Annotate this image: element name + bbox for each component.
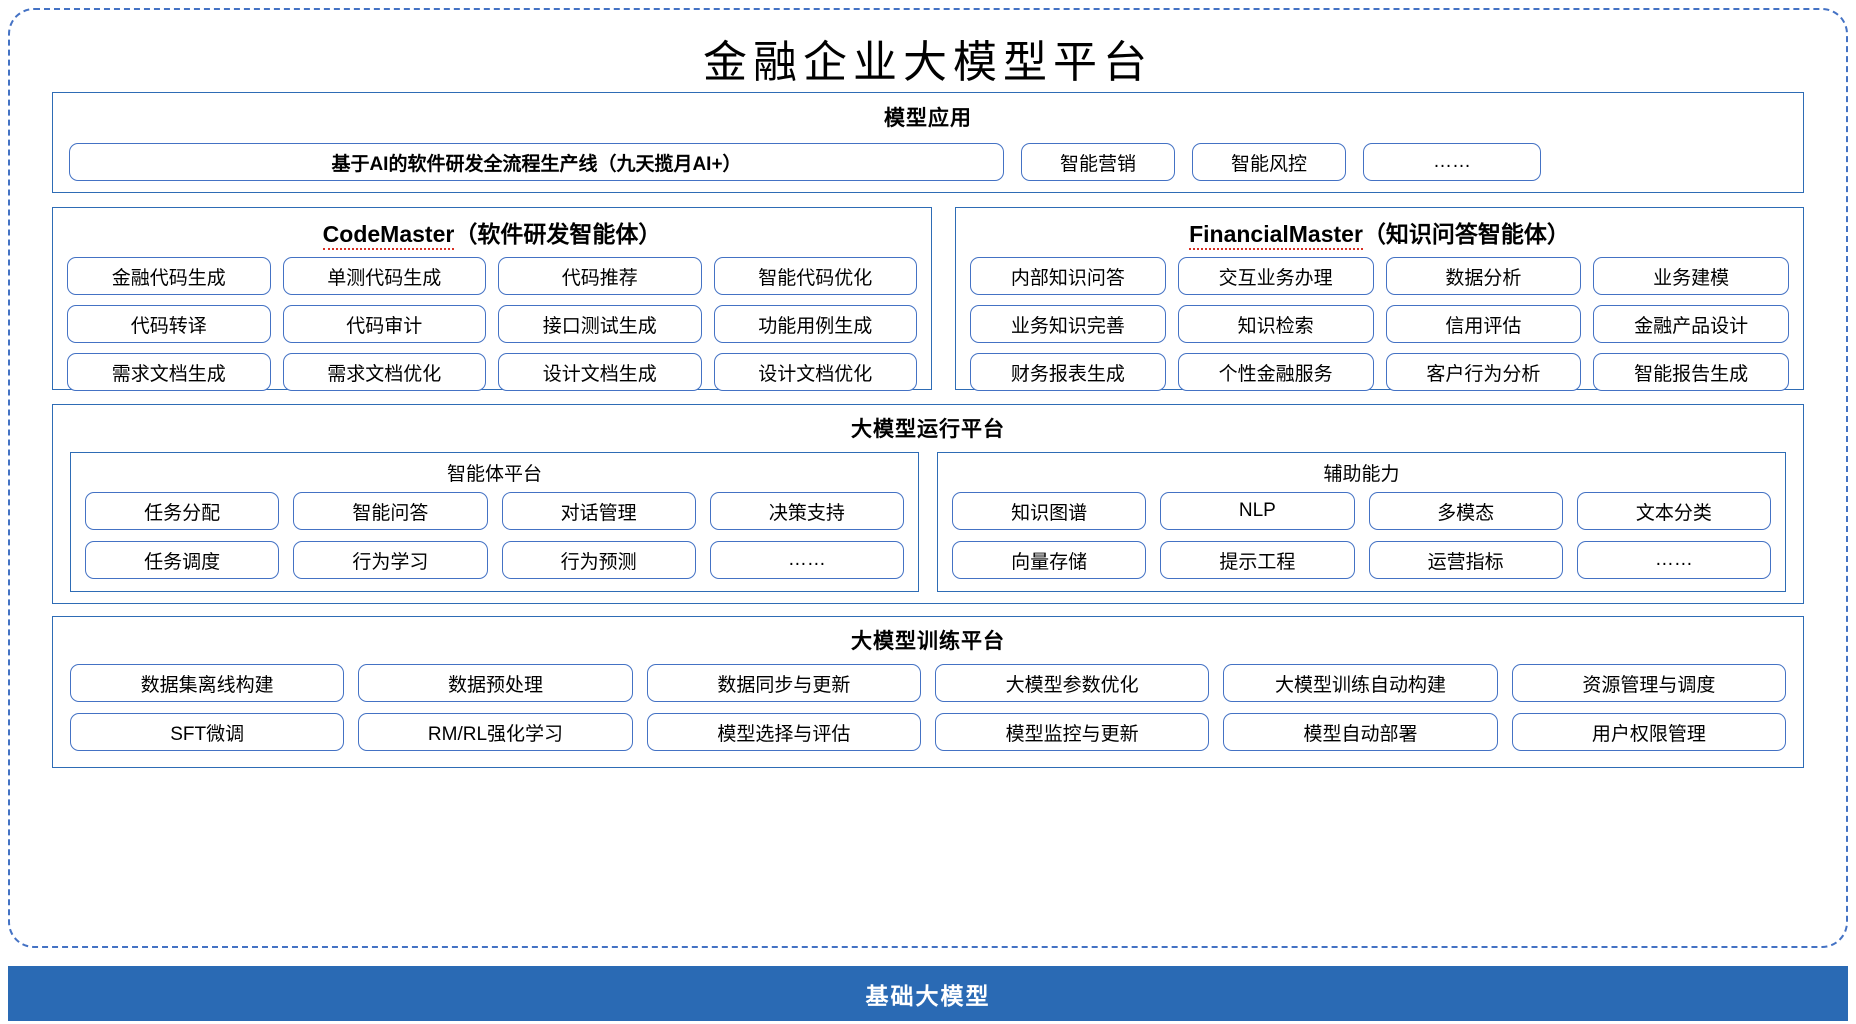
code-master-grid: 金融代码生成 单测代码生成 代码推荐 智能代码优化 代码转译 代码审计 接口测试… xyxy=(67,257,917,391)
code-item[interactable]: 接口测试生成 xyxy=(498,305,702,343)
code-item[interactable]: 代码转译 xyxy=(67,305,271,343)
section-title-model-application: 模型应用 xyxy=(884,107,972,130)
financial-item[interactable]: 内部知识问答 xyxy=(970,257,1166,295)
assist-item[interactable]: 知识图谱 xyxy=(952,492,1147,530)
training-item[interactable]: SFT微调 xyxy=(70,713,345,751)
financial-item[interactable]: 客户行为分析 xyxy=(1385,353,1582,391)
training-item[interactable]: 数据同步与更新 xyxy=(646,664,921,702)
training-item[interactable]: 用户权限管理 xyxy=(1511,713,1786,751)
financial-item[interactable]: 信用评估 xyxy=(1385,305,1582,343)
code-item[interactable]: 代码审计 xyxy=(282,305,486,343)
financial-item[interactable]: 业务建模 xyxy=(1593,257,1789,295)
agent-platform-item[interactable]: 决策支持 xyxy=(709,492,904,530)
subpanel-title-assist-capability: 辅助能力 xyxy=(1323,464,1400,485)
agent-platform-item[interactable]: 对话管理 xyxy=(501,492,696,530)
financial-item[interactable]: 智能报告生成 xyxy=(1593,353,1789,391)
runtime-subpanels: 智能体平台 任务分配 智能问答 对话管理 决策支持 任务调度 行为学习 行为预测… xyxy=(70,452,1786,592)
training-item[interactable]: 大模型训练自动构建 xyxy=(1223,664,1498,702)
financial-master-grid: 内部知识问答 交互业务办理 数据分析 业务建模 业务知识完善 知识检索 信用评估… xyxy=(970,257,1789,391)
assist-item[interactable]: 向量存储 xyxy=(952,541,1147,579)
agent-platform-grid: 任务分配 智能问答 对话管理 决策支持 任务调度 行为学习 行为预测 …… xyxy=(85,492,904,579)
financial-item[interactable]: 交互业务办理 xyxy=(1177,257,1374,295)
financial-item[interactable]: 个性金融服务 xyxy=(1177,353,1374,391)
training-grid: 数据集离线构建 数据预处理 数据同步与更新 大模型参数优化 大模型训练自动构建 … xyxy=(70,664,1786,751)
training-item[interactable]: RM/RL强化学习 xyxy=(358,713,633,751)
training-item[interactable]: 数据预处理 xyxy=(358,664,633,702)
section-title-financial-master: FinancialMaster（知识问答智能体） xyxy=(956,215,1803,250)
foundation-model-bar: 基础大模型 xyxy=(8,966,1848,1021)
agent-platform-item[interactable]: 任务调度 xyxy=(85,541,280,579)
section-runtime-platform: 大模型运行平台 智能体平台 任务分配 智能问答 对话管理 决策支持 任务调度 行… xyxy=(52,404,1804,604)
section-model-application: 模型应用 基于AI的软件研发全流程生产线（九天揽月AI+） 智能营销 智能风控 … xyxy=(52,92,1804,193)
code-item[interactable]: 金融代码生成 xyxy=(67,257,271,295)
app-item-smart-risk-control[interactable]: 智能风控 xyxy=(1192,143,1346,181)
agent-platform-item[interactable]: 行为学习 xyxy=(293,541,488,579)
agent-platform-item[interactable]: 行为预测 xyxy=(501,541,696,579)
agent-platform-item[interactable]: 智能问答 xyxy=(293,492,488,530)
assist-item[interactable]: 提示工程 xyxy=(1160,541,1355,579)
application-items-row: 基于AI的软件研发全流程生产线（九天揽月AI+） 智能营销 智能风控 …… xyxy=(69,143,1787,181)
code-item[interactable]: 需求文档优化 xyxy=(282,353,486,391)
training-item[interactable]: 资源管理与调度 xyxy=(1511,664,1786,702)
assist-item[interactable]: …… xyxy=(1576,541,1771,579)
training-item[interactable]: 模型自动部署 xyxy=(1223,713,1498,751)
code-item[interactable]: 智能代码优化 xyxy=(713,257,917,295)
agent-platform-item[interactable]: …… xyxy=(709,541,904,579)
financial-master-subtitle: （知识问答智能体） xyxy=(1362,221,1570,247)
app-item-more[interactable]: …… xyxy=(1363,143,1541,181)
code-item[interactable]: 功能用例生成 xyxy=(713,305,917,343)
code-master-name: CodeMaster xyxy=(322,221,455,250)
training-item[interactable]: 数据集离线构建 xyxy=(70,664,345,702)
code-item[interactable]: 设计文档优化 xyxy=(713,353,917,391)
section-training-platform: 大模型训练平台 数据集离线构建 数据预处理 数据同步与更新 大模型参数优化 大模… xyxy=(52,616,1804,768)
code-item[interactable]: 代码推荐 xyxy=(498,257,702,295)
training-item[interactable]: 模型选择与评估 xyxy=(646,713,921,751)
section-title-code-master: CodeMaster（软件研发智能体） xyxy=(53,215,931,250)
assist-item[interactable]: NLP xyxy=(1160,492,1355,530)
code-item[interactable]: 需求文档生成 xyxy=(67,353,271,391)
section-title-training-platform: 大模型训练平台 xyxy=(851,630,1005,653)
financial-item[interactable]: 金融产品设计 xyxy=(1593,305,1789,343)
training-item[interactable]: 大模型参数优化 xyxy=(935,664,1210,702)
section-title-runtime-platform: 大模型运行平台 xyxy=(851,418,1005,441)
code-item[interactable]: 设计文档生成 xyxy=(498,353,702,391)
assist-item[interactable]: 运营指标 xyxy=(1368,541,1563,579)
assist-item[interactable]: 文本分类 xyxy=(1576,492,1771,530)
code-master-subtitle: （软件研发智能体） xyxy=(454,221,662,247)
code-item[interactable]: 单测代码生成 xyxy=(282,257,486,295)
page-title: 金融企业大模型平台 xyxy=(703,37,1153,88)
app-item-production-line[interactable]: 基于AI的软件研发全流程生产线（九天揽月AI+） xyxy=(69,143,1004,181)
subpanel-assist-capability: 辅助能力 知识图谱 NLP 多模态 文本分类 向量存储 提示工程 运营指标 …… xyxy=(937,452,1786,592)
financial-item[interactable]: 数据分析 xyxy=(1385,257,1582,295)
subpanel-title-agent-platform: 智能体平台 xyxy=(446,464,542,485)
assist-item[interactable]: 多模态 xyxy=(1368,492,1563,530)
agent-platform-item[interactable]: 任务分配 xyxy=(85,492,280,530)
foundation-model-label: 基础大模型 xyxy=(865,982,991,1009)
subpanel-agent-platform: 智能体平台 任务分配 智能问答 对话管理 决策支持 任务调度 行为学习 行为预测… xyxy=(70,452,919,592)
financial-master-name: FinancialMaster xyxy=(1189,221,1363,250)
outer-dashed-border xyxy=(8,8,1848,948)
financial-item[interactable]: 财务报表生成 xyxy=(970,353,1166,391)
financial-item[interactable]: 业务知识完善 xyxy=(970,305,1166,343)
section-code-master: CodeMaster（软件研发智能体） 金融代码生成 单测代码生成 代码推荐 智… xyxy=(52,207,932,391)
section-financial-master: FinancialMaster（知识问答智能体） 内部知识问答 交互业务办理 数… xyxy=(955,207,1804,391)
app-item-smart-marketing[interactable]: 智能营销 xyxy=(1021,143,1175,181)
training-item[interactable]: 模型监控与更新 xyxy=(935,713,1210,751)
financial-item[interactable]: 知识检索 xyxy=(1177,305,1374,343)
assist-capability-grid: 知识图谱 NLP 多模态 文本分类 向量存储 提示工程 运营指标 …… xyxy=(952,492,1771,579)
